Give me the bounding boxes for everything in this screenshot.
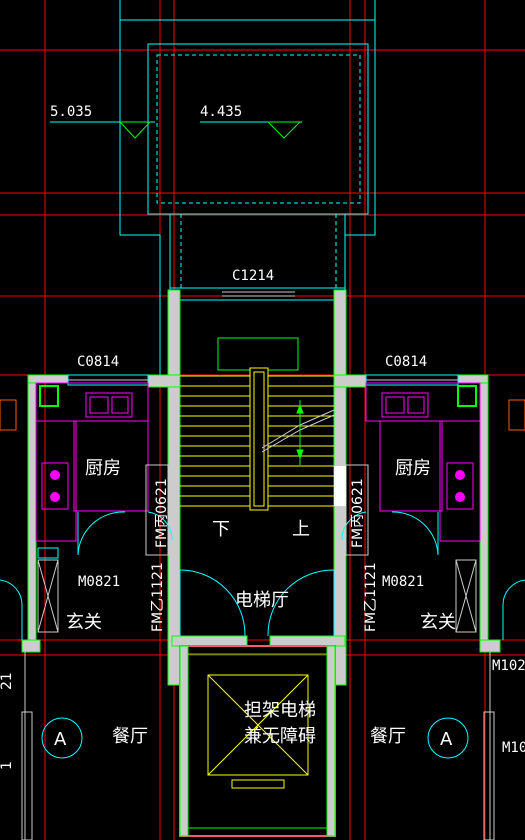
stair-down-label: 下 [212, 519, 230, 540]
elevation-marker-left: 5.035 [50, 104, 155, 139]
kitchen-left-label: 厨房 [85, 458, 121, 479]
window-top: C1214 [169, 268, 346, 301]
balcony-outline [119, 0, 376, 375]
elevator-label-line1: 担架电梯 [244, 700, 316, 721]
dining-right-label: 餐厅 [370, 726, 406, 747]
axis-circle-icon: A [427, 717, 469, 759]
doors [0, 511, 525, 640]
stair-arrow [296, 400, 304, 465]
door-fm-right-label: FM乙1121 [363, 562, 379, 632]
door-edge-left-top-label: 21 [0, 672, 15, 690]
door-edge-right-top-label: M102 [492, 658, 525, 674]
elevation-label-right: 4.435 [200, 104, 242, 120]
window-left: C0814 [67, 354, 149, 386]
elevator-label-line2: 兼无障碍 [244, 726, 316, 747]
door-fmc-right-label: FM丙0621 [350, 478, 366, 548]
window-right-label: C0814 [385, 354, 427, 370]
window-right: C0814 [365, 354, 459, 386]
door-edge-left-bottom-label: 1 [0, 761, 15, 770]
kitchen-right: 厨房 [365, 382, 481, 633]
axis-circle-icon: A [41, 717, 83, 759]
window-top-label: C1214 [232, 268, 274, 284]
sink-icon [85, 392, 133, 418]
entry-left-label: 玄关 [66, 612, 102, 633]
shaft-cross-icon [207, 674, 309, 789]
axis-right-label: A [440, 729, 453, 750]
kitchen-left: 厨房 [35, 382, 149, 633]
kitchen-right-label: 厨房 [395, 458, 431, 479]
stair-up-label: 上 [292, 519, 310, 540]
dining-left-label: 餐厅 [112, 726, 148, 747]
elevation-marker-right: 4.435 [200, 104, 302, 139]
door-m-right-label: M0821 [382, 574, 424, 590]
axis-left-label: A [54, 729, 67, 750]
staircase [180, 337, 335, 511]
stove-icon [446, 462, 474, 510]
fire-cabinets [0, 399, 525, 556]
stove-icon [41, 462, 69, 510]
door-fm-left-label: FM乙1121 [150, 562, 166, 632]
window-left-label: C0814 [77, 354, 119, 370]
elevation-label-left: 5.035 [50, 104, 92, 120]
elevator-hall-label: 电梯厅 [235, 590, 289, 611]
door-m-left-label: M0821 [78, 574, 120, 590]
door-fmc-left-label: FM丙0621 [154, 478, 170, 548]
entry-right-label: 玄关 [420, 612, 456, 633]
walls [21, 289, 501, 840]
door-edge-right-bottom-label: M10 [502, 740, 525, 756]
sink-icon [381, 392, 429, 418]
